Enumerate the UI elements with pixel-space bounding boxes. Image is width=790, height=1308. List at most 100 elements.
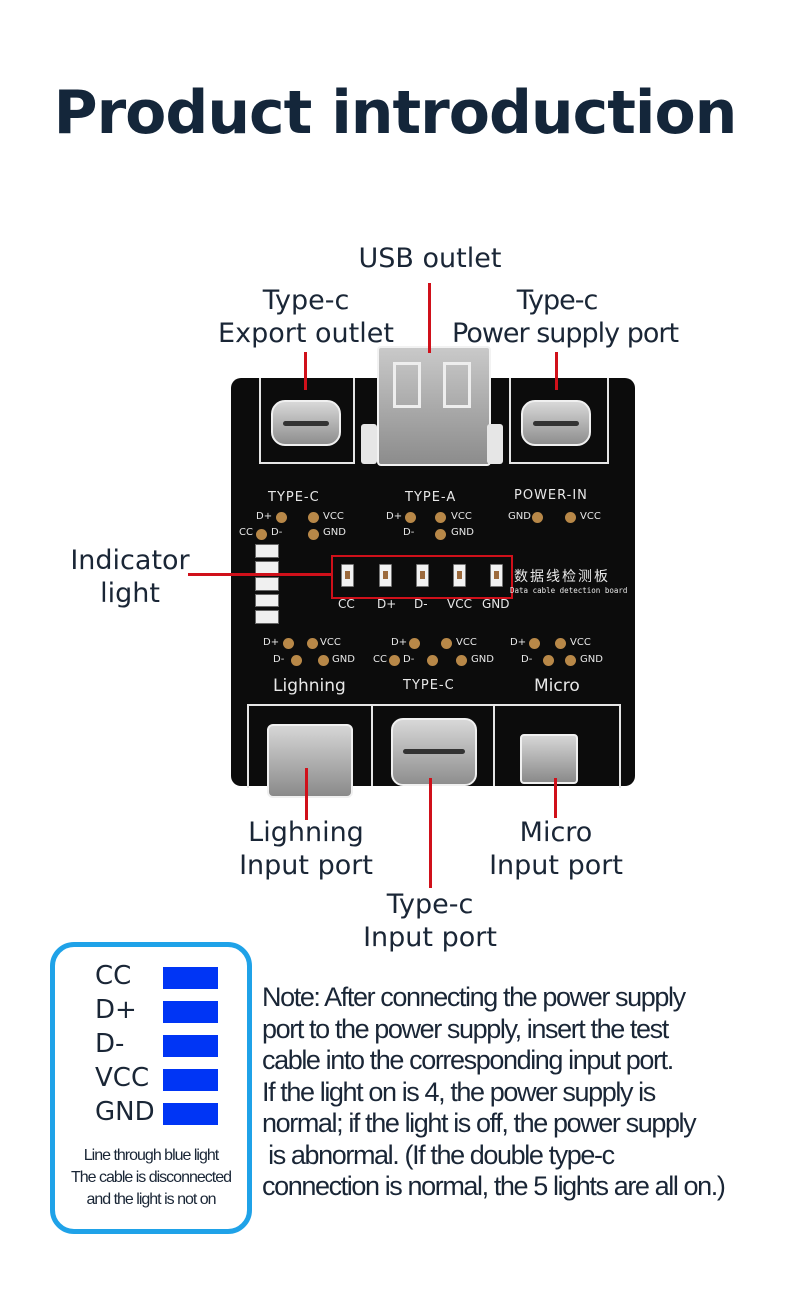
board-label-micro: Micro — [534, 676, 580, 696]
pin-pad — [276, 512, 287, 523]
pin-label: VCC — [570, 637, 591, 648]
bottom-port-frame — [247, 704, 621, 788]
usage-note: Note: After connecting the power supply … — [262, 982, 726, 1201]
micro-input-callout: Micro Input port — [466, 816, 646, 882]
indicator-line1: Indicator — [70, 545, 190, 576]
pin-pad — [283, 638, 294, 649]
legend-bar-d-minus — [163, 1035, 218, 1057]
typec-power-line2: Power supply port — [452, 318, 679, 349]
legend-bar-cc — [163, 967, 218, 989]
pin-label: VCC — [580, 511, 601, 522]
callout-line-typec-power — [555, 352, 558, 390]
indicator-light-frame — [331, 555, 513, 599]
pin-pad — [435, 529, 446, 540]
pin-label: VCC — [456, 637, 477, 648]
typec-power-callout: Type-c Power supply port — [452, 284, 679, 350]
legend-note-line2: The cable is disconnected — [71, 1169, 232, 1186]
pin-label: GND — [508, 511, 531, 522]
page-title: Product introduction — [53, 78, 738, 148]
pin-pad — [456, 655, 467, 666]
typec-export-port-icon — [271, 400, 341, 446]
usb-a-port-icon — [377, 346, 491, 466]
pin-label: GND — [323, 527, 346, 538]
micro-input-line2: Input port — [489, 850, 623, 881]
led-cc — [341, 564, 354, 587]
pin-pad — [405, 512, 416, 523]
pin-label: GND — [580, 654, 603, 665]
pin-label: CC — [239, 527, 253, 538]
pin-pad — [543, 655, 554, 666]
led-label-d-plus: D+ — [377, 597, 397, 611]
pin-label: GND — [471, 654, 494, 665]
typec-power-line1: Type-c — [516, 285, 599, 316]
pin-label: D+ — [391, 637, 408, 648]
pin-pad — [409, 638, 420, 649]
legend-box: CC D+ D- VCC GND Line through blue light… — [50, 942, 252, 1234]
usb-outlet-callout: USB outlet — [330, 242, 530, 275]
board-english-subtitle: Data cable detection board — [510, 586, 628, 595]
legend-label-cc: CC — [95, 961, 132, 991]
callout-line-typec-export — [304, 352, 307, 390]
pin-label: D+ — [510, 637, 527, 648]
legend-note-line1: Line through blue light — [83, 1147, 219, 1164]
pin-pad — [565, 512, 576, 523]
typec-input-port-icon — [391, 718, 477, 786]
pin-pad — [291, 655, 302, 666]
led-d-plus — [379, 564, 392, 587]
typec-export-line1: Type-c — [262, 285, 350, 316]
pin-pad — [389, 655, 400, 666]
board-label-typec: TYPE-C — [268, 490, 320, 505]
pin-label: CC — [373, 654, 387, 665]
pin-label: D- — [521, 654, 533, 665]
micro-port-icon — [520, 734, 578, 784]
pin-pad — [427, 655, 438, 666]
pin-pad — [532, 512, 543, 523]
typec-export-slot — [259, 378, 355, 464]
pin-pad — [555, 638, 566, 649]
legend-note: Line through blue light The cable is dis… — [55, 1145, 247, 1211]
led-gnd — [490, 564, 503, 587]
pin-label: D- — [271, 527, 283, 538]
usb-a-ear-right — [487, 424, 503, 464]
indicator-callout: Indicator light — [60, 544, 200, 610]
typec-power-port-icon — [521, 400, 591, 446]
legend-label-vcc: VCC — [95, 1063, 150, 1093]
lightning-port-icon — [267, 724, 353, 798]
typec-input-callout: Type-c Input port — [340, 888, 520, 954]
legend-label-d-minus: D- — [95, 1029, 125, 1059]
legend-note-line3: and the light is not on — [86, 1191, 216, 1208]
board-label-lightning: Lighning — [273, 676, 346, 696]
pin-pad — [529, 638, 540, 649]
bottom-divider — [493, 704, 495, 786]
typec-input-line2: Input port — [363, 922, 497, 953]
legend-bar-vcc — [163, 1069, 218, 1091]
pin-label: D+ — [386, 511, 403, 522]
lightning-input-line2: Input port — [239, 850, 373, 881]
pin-label: VCC — [320, 637, 341, 648]
callout-line-micro — [554, 778, 557, 818]
pin-label: D- — [273, 654, 285, 665]
pin-pad — [308, 512, 319, 523]
callout-line-indicator — [188, 573, 333, 576]
typec-export-line2: Export outlet — [218, 318, 394, 349]
pin-label: D- — [403, 527, 415, 538]
typec-input-line1: Type-c — [386, 889, 474, 920]
callout-line-usb — [428, 283, 431, 353]
pin-pad — [308, 529, 319, 540]
pin-label: GND — [451, 527, 474, 538]
usb-outlet-label: USB outlet — [358, 243, 502, 274]
led-label-gnd: GND — [482, 597, 510, 611]
pin-label: VCC — [451, 511, 472, 522]
pin-pad — [441, 638, 452, 649]
pin-label: VCC — [323, 511, 344, 522]
board-chinese-title: 数据线检测板 — [514, 569, 610, 585]
legend-bar-d-plus — [163, 1001, 218, 1023]
pin-label: D+ — [256, 511, 273, 522]
typec-export-callout: Type-c Export outlet — [206, 284, 406, 350]
legend-label-gnd: GND — [95, 1097, 155, 1127]
side-led-strip — [255, 544, 279, 624]
bottom-divider — [371, 704, 373, 786]
typec-power-slot — [509, 378, 609, 464]
led-label-vcc: VCC — [447, 597, 472, 611]
legend-bar-gnd — [163, 1103, 218, 1125]
